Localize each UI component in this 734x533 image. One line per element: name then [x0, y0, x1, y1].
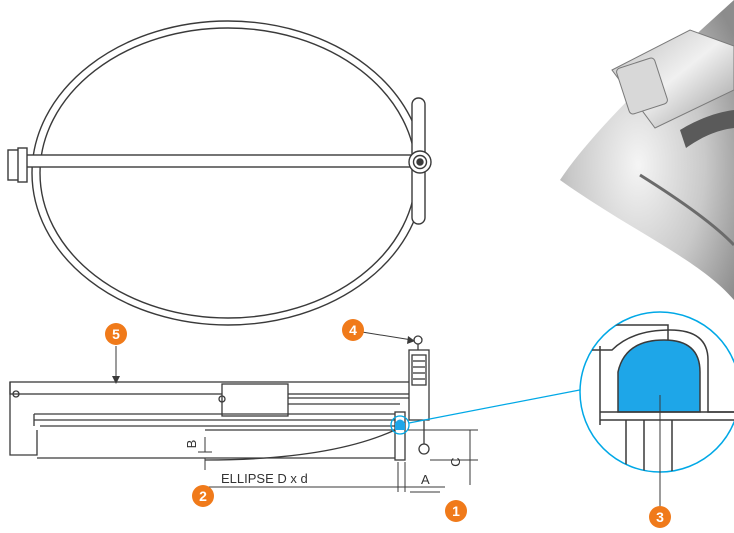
- dimension-lines: [112, 331, 478, 493]
- callout-3: 3: [649, 506, 671, 528]
- callout-1: 1: [445, 500, 467, 522]
- top-view: [7, 20, 432, 326]
- gasket-detail: [579, 311, 734, 508]
- dimension-label-ellipse: ELLIPSE D x d: [221, 471, 308, 486]
- callout-4: 4: [342, 319, 364, 341]
- svg-text:2: 2: [199, 488, 207, 504]
- dimension-label-c: C: [448, 457, 463, 466]
- detail-connector: [408, 387, 591, 424]
- callout-2: 2: [192, 485, 214, 507]
- svg-text:5: 5: [112, 326, 120, 342]
- section-view: [9, 335, 430, 461]
- dimension-label-a: A: [421, 472, 430, 487]
- svg-text:4: 4: [349, 322, 357, 338]
- product-photo: [560, 0, 734, 300]
- dimension-label-b: B: [184, 440, 199, 449]
- svg-text:1: 1: [452, 503, 460, 519]
- svg-text:3: 3: [656, 509, 664, 525]
- callout-5: 5: [105, 323, 127, 345]
